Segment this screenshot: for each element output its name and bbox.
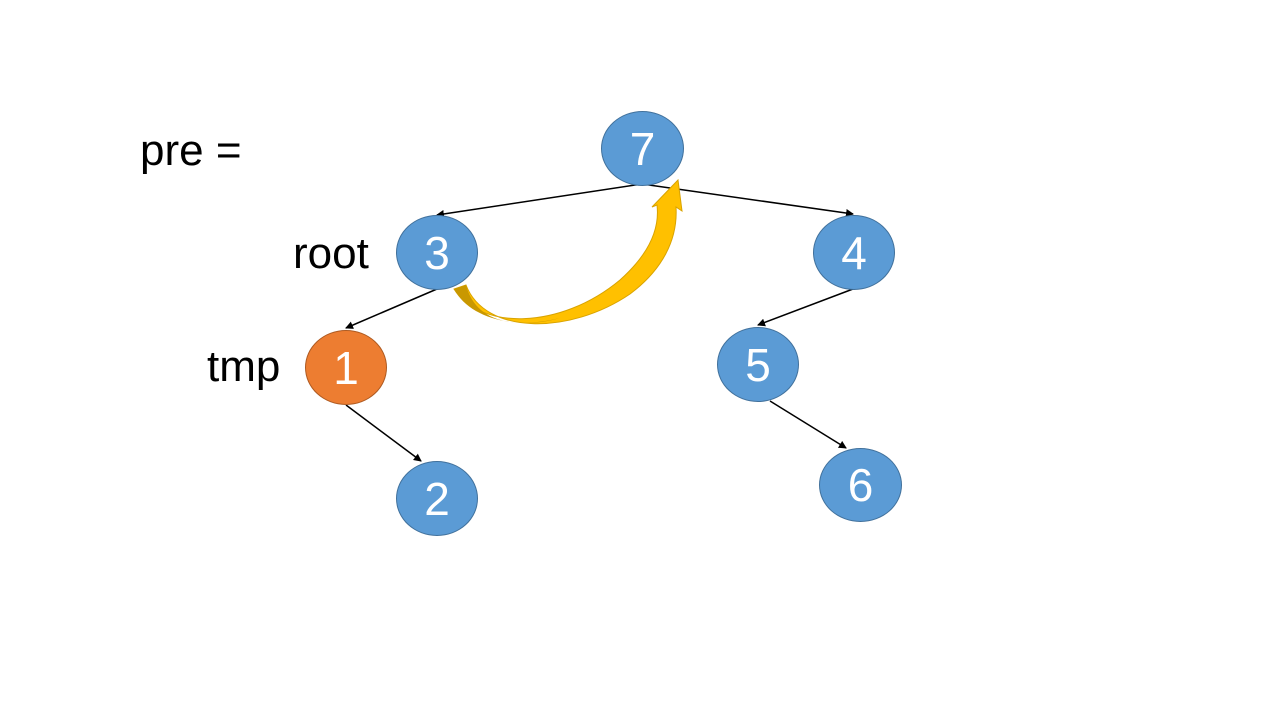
tree-node-5: 5 bbox=[717, 327, 799, 402]
root-label: root bbox=[293, 229, 369, 278]
edge-4-5 bbox=[757, 288, 854, 327]
edge-7-3 bbox=[436, 183, 643, 218]
curved-arrow-shade bbox=[454, 285, 560, 323]
tree-node-3: 3 bbox=[396, 215, 478, 290]
tree-node-6: 6 bbox=[819, 448, 902, 522]
tree-node-2: 2 bbox=[396, 461, 478, 536]
edge-3-1 bbox=[345, 288, 438, 329]
tree-node-7: 7 bbox=[601, 111, 684, 186]
edge-5-6 bbox=[769, 400, 847, 449]
tree-node-1: 1 bbox=[305, 330, 387, 405]
edge-1-2 bbox=[345, 404, 422, 462]
tmp-label: tmp bbox=[207, 342, 281, 391]
curved-arrow bbox=[453, 178, 683, 325]
tree-node-4: 4 bbox=[813, 215, 895, 290]
pre-label: pre = bbox=[140, 126, 242, 175]
